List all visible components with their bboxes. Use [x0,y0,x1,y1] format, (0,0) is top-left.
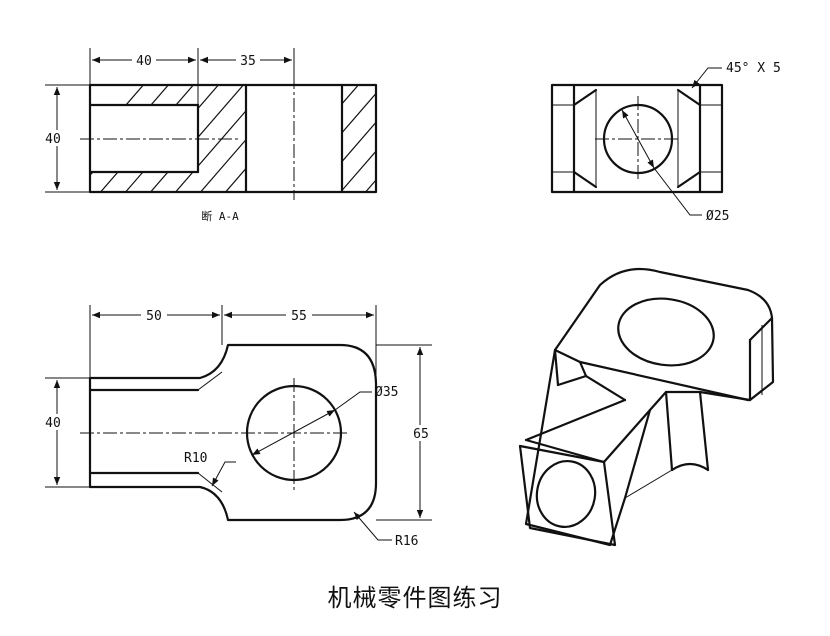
radius-inner: R10 [184,451,207,466]
side-view: Ø25 45° X 5 [550,61,781,224]
dim-height-left: 40 [45,416,61,431]
section-hatching-right [342,85,376,192]
radius-outer: R16 [395,534,418,549]
dim-width-left: 40 [136,54,152,69]
top-view: 50 55 40 65 Ø35 R10 R16 [42,305,433,549]
section-view: 40 35 40 断 A-A [42,48,378,223]
dim-top-right: 55 [291,309,307,324]
side-hole-diameter: Ø25 [706,209,729,224]
dim-height-right: 65 [413,427,429,442]
dim-width-right: 35 [240,54,256,69]
top-hole-diameter: Ø35 [375,385,398,400]
iso-front-hole [535,460,597,528]
section-label: 断 A-A [201,209,239,223]
dim-height-front: 40 [45,132,61,147]
drawing-caption: 机械零件图练习 [327,584,503,612]
engineering-drawing: 40 35 40 断 A-A Ø25 45° X 5 [42,48,781,549]
iso-top-hole [617,297,715,367]
section-hatching-left [90,85,246,192]
chamfer-note: 45° X 5 [726,61,781,76]
dim-top-left: 50 [146,309,162,324]
isometric-view [518,267,775,547]
